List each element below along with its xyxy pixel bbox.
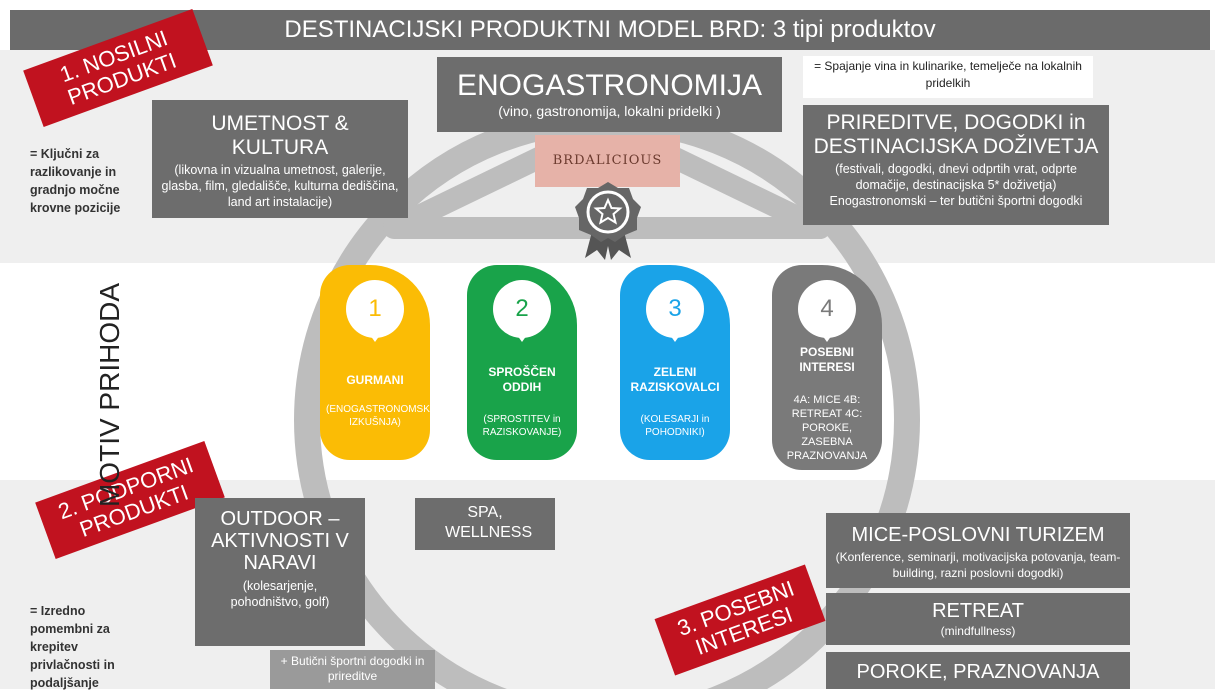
poroke-title: POROKE, PRAZNOVANJA: [856, 661, 1100, 683]
outdoor-sub: (kolesarjenje, pohodništvo, golf): [230, 579, 330, 609]
mice-title: MICE-POSLOVNI TURIZEM: [851, 524, 1105, 546]
box-retreat: RETREAT (mindfullness): [826, 593, 1130, 645]
retreat-title: RETREAT: [932, 600, 1024, 622]
motiv-label: MOTIV PRIHODA: [94, 283, 125, 508]
mice-sub: (Konference, seminarji, motivacijska pot…: [835, 550, 1121, 580]
segment-title-4: POSEBNI INTERESI: [799, 345, 855, 374]
box-prireditve: PRIREDITVE, DOGODKI in DESTINACIJSKA DOŽ…: [803, 105, 1109, 225]
butic-title: + Butični športni dogodki in prireditve: [280, 654, 425, 683]
enogastro-sub: (vino, gastronomija, lokalni pridelki ): [498, 103, 721, 119]
box-poroke: POROKE, PRAZNOVANJA: [826, 652, 1130, 689]
brdalicious-logo: BRDALICIOUS: [535, 135, 680, 187]
note-enogastro: = Spajanje vina in kulinarike, temelječe…: [803, 56, 1093, 98]
box-enogastronomija: ENOGASTRONOMIJA (vino, gastronomija, lok…: [437, 57, 782, 132]
segment-desc-4: 4A: MICE 4B: RETREAT 4C: POROKE, ZASEBNA…: [786, 394, 868, 462]
note-nosilni: = Ključni za razlikovanje in gradnjo moč…: [30, 147, 121, 215]
segment-number-4: 4: [798, 280, 856, 342]
segment-number-1: 1: [346, 280, 404, 342]
segment-card-1: 1 GURMANI (ENOGASTRONOMSKA IZKUŠNJA): [320, 265, 437, 460]
logo-text: BRDALICIOUS: [552, 153, 663, 168]
prireditve-sub: (festivali, dogodki, dnevi odprtih vrat,…: [829, 162, 1083, 208]
segment-desc-2: (SPROSTITEV in RAZISKOVANJE): [482, 414, 562, 438]
box-umetnost: UMETNOST & KULTURA (likovna in vizualna …: [152, 100, 408, 218]
segment-desc-3: (KOLESARJI in POHODNIKI): [640, 414, 710, 438]
retreat-sub: (mindfullness): [940, 624, 1016, 638]
award-badge-icon: [575, 182, 641, 260]
spa-title: SPA, WELLNESS: [445, 504, 533, 541]
segment-card-3: 3 ZELENI RAZISKOVALCI (KOLESARJI in POHO…: [620, 265, 730, 460]
segment-title-3: ZELENI RAZISKOVALCI: [630, 365, 720, 394]
box-outdoor: OUTDOOR – AKTIVNOSTI V NARAVI (kolesarje…: [195, 498, 365, 646]
segment-number-2: 2: [493, 280, 551, 342]
segment-title-2: SPROŠČEN ODDIH: [488, 365, 556, 394]
umetnost-sub: (likovna in vizualna umetnost, galerije,…: [161, 163, 399, 209]
segment-title-1: GURMANI: [346, 373, 404, 387]
page-title: DESTINACIJSKI PRODUKTNI MODEL BRD: 3 tip…: [10, 10, 1210, 50]
segment-number-3: 3: [646, 280, 704, 342]
segment-card-4: 4 POSEBNI INTERESI 4A: MICE 4B: RETREAT …: [772, 265, 882, 470]
umetnost-title: UMETNOST & KULTURA: [211, 112, 349, 159]
enogastro-title: ENOGASTRONOMIJA: [456, 69, 763, 102]
prireditve-title: PRIREDITVE, DOGODKI in DESTINACIJSKA DOŽ…: [813, 111, 1099, 158]
note-podporni: = Izredno pomembni za krepitev privlačno…: [30, 604, 115, 690]
box-spa: SPA, WELLNESS: [415, 498, 555, 550]
segment-card-2: 2 SPROŠČEN ODDIH (SPROSTITEV in RAZISKOV…: [467, 265, 577, 460]
segment-desc-1: (ENOGASTRONOMSKA IZKUŠNJA): [326, 404, 437, 428]
box-mice: MICE-POSLOVNI TURIZEM (Konference, semin…: [826, 513, 1130, 588]
box-butic: + Butični športni dogodki in prireditve: [270, 650, 435, 689]
outdoor-title: OUTDOOR – AKTIVNOSTI V NARAVI: [211, 508, 349, 574]
